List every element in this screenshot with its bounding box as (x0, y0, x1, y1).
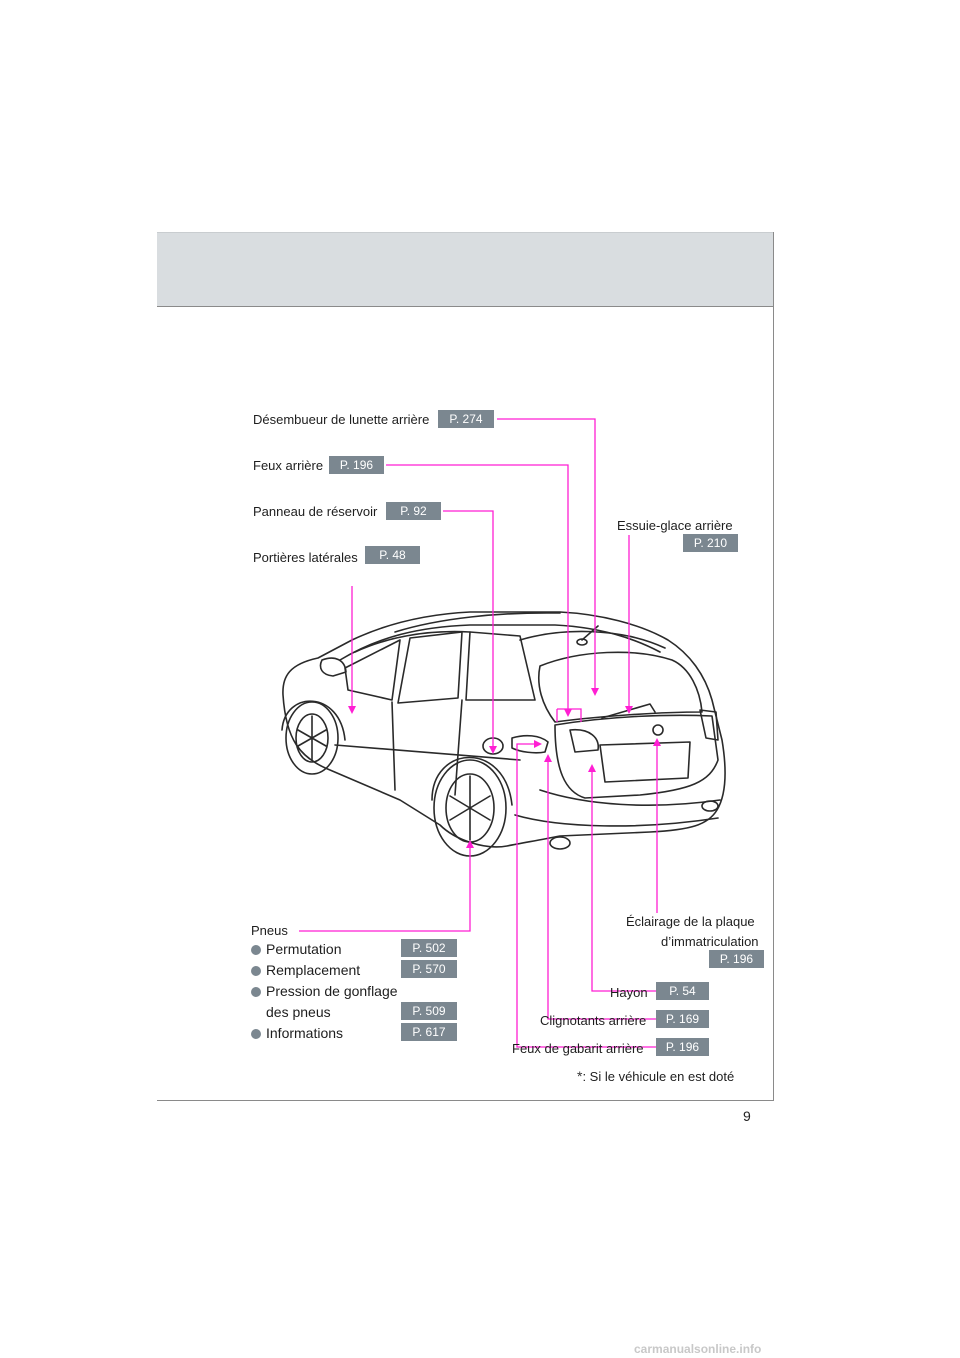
callout-defogger-page[interactable]: P. 274 (438, 410, 494, 428)
callout-fuel-door-label: Panneau de réservoir (253, 504, 378, 519)
callout-rear-wiper-page[interactable]: P. 210 (683, 534, 738, 552)
callout-rear-turn-page[interactable]: P. 169 (656, 1010, 709, 1028)
tires-title: Pneus (251, 923, 288, 938)
callout-fuel-door-page[interactable]: P. 92 (386, 502, 441, 520)
header-band (157, 232, 774, 307)
page-number: 9 (743, 1108, 751, 1124)
callout-side-marker-page[interactable]: P. 196 (656, 1038, 709, 1056)
callout-tail-lights-label: Feux arrière (253, 458, 324, 473)
callout-rear-wiper-label: Essuie-glace arrière (617, 518, 733, 533)
car-outline (281, 611, 726, 857)
tires-item-replacement: Remplacement (251, 962, 360, 978)
callout-side-doors-page[interactable]: P. 48 (365, 546, 420, 564)
leader-arrowheads (348, 688, 661, 848)
callout-plate-light-label-2: d’immatriculation (661, 934, 759, 949)
callout-tail-lights-page[interactable]: P. 196 (329, 456, 384, 474)
bullet-dot-icon (251, 966, 261, 976)
asterisk-icon: * (577, 1068, 583, 1084)
tires-item-label: Permutation (266, 941, 342, 957)
callout-defogger-label: Désembueur de lunette arrière (253, 412, 430, 427)
leader-lines (299, 418, 658, 1048)
tires-item-pressure-line2: des pneus (266, 1004, 331, 1020)
footnote: *: Si le véhicule en est doté (577, 1068, 734, 1084)
watermark: carmanualsonline.info (634, 1342, 762, 1356)
callout-side-marker-label: Feux de gabarit arrière (512, 1041, 644, 1056)
bullet-dot-icon (251, 1029, 261, 1039)
tires-item-information-page[interactable]: P. 617 (401, 1023, 457, 1041)
callout-plate-light-page[interactable]: P. 196 (709, 950, 764, 968)
tires-item-permutation-page[interactable]: P. 502 (401, 939, 457, 957)
tires-item-information: Informations (251, 1025, 343, 1041)
tires-item-label: Informations (266, 1025, 344, 1041)
callout-back-door-page[interactable]: P. 54 (656, 982, 709, 1000)
bullet-dot-icon (251, 987, 261, 997)
tires-item-label: Remplacement (266, 962, 361, 978)
tires-item-replacement-page[interactable]: P. 570 (401, 960, 457, 978)
tires-item-pressure-page[interactable]: P. 509 (401, 1002, 457, 1020)
footnote-text: : Si le véhicule en est doté (582, 1069, 735, 1084)
callout-rear-turn-label: Clignotants arrière (540, 1013, 647, 1028)
page-frame (157, 232, 774, 1101)
tires-item-label: Pression de gonflage (266, 983, 398, 999)
tires-item-permutation: Permutation (251, 941, 341, 957)
callout-back-door-label: Hayon (610, 985, 648, 1000)
callout-plate-light-label-1: Éclairage de la plaque (626, 914, 755, 929)
tires-item-pressure: Pression de gonflage (251, 983, 398, 999)
bullet-dot-icon (251, 945, 261, 955)
callout-side-doors-label: Portières latérales (253, 550, 358, 565)
